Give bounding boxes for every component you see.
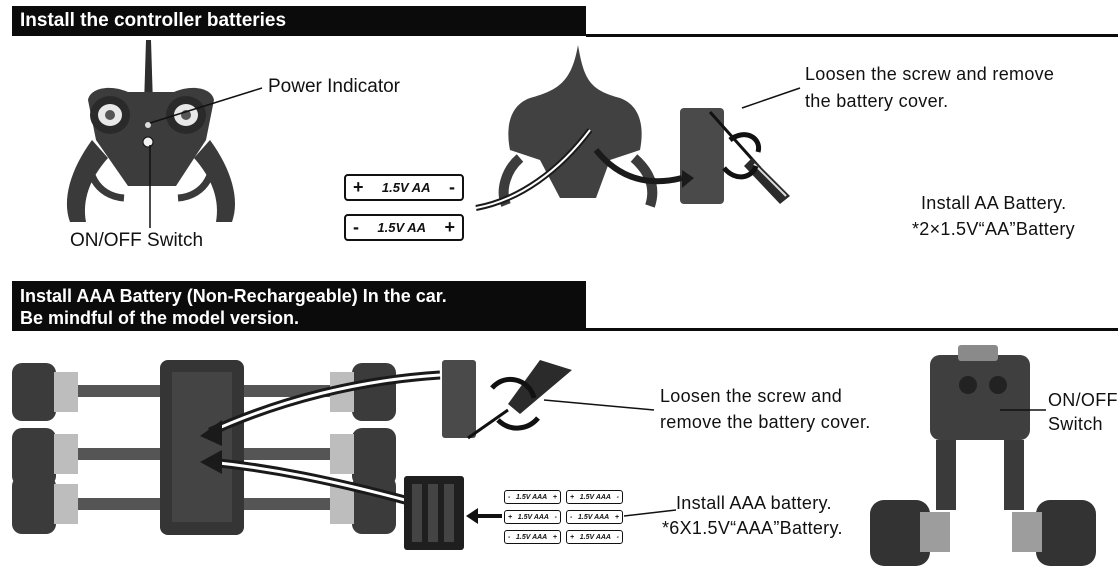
- battery-plus-sign: +: [570, 493, 575, 501]
- header-rule-bottom: [586, 328, 1118, 331]
- aa-battery-1: + 1.5V AA -: [344, 174, 464, 201]
- battery-label: 1.5V AA: [377, 220, 427, 235]
- car-section-header: Install AAA Battery (Non-Rechargeable) I…: [12, 281, 586, 331]
- battery-minus-sign: -: [508, 493, 511, 501]
- aaa-leader: [623, 509, 677, 517]
- controller-install-line1: Install AA Battery.: [921, 193, 1067, 213]
- car-install-line1: Install AAA battery.: [676, 493, 832, 513]
- battery-plus-sign: +: [570, 533, 575, 541]
- battery-plus-sign: +: [552, 533, 557, 541]
- controller-install-line2: *2×1.5V“AA”Battery: [912, 219, 1075, 239]
- battery-label: 1.5V AAA: [515, 493, 548, 501]
- battery-label: 1.5V AAA: [517, 513, 549, 521]
- car-loosen-line2: remove the battery cover.: [660, 412, 871, 432]
- rotate-arrow-icon: [722, 132, 762, 180]
- battery-label: 1.5V AAA: [579, 533, 611, 541]
- battery-plus-sign: +: [444, 217, 455, 237]
- loosen-leader-line: [741, 87, 801, 109]
- car-screwdriver-icon: [467, 360, 572, 440]
- battery-minus-sign: -: [554, 513, 557, 521]
- controller-loosen-line2: the battery cover.: [805, 91, 949, 111]
- car-body-illustration: [475, 45, 724, 211]
- battery-minus-sign: -: [448, 177, 455, 197]
- robot-car-illustration: [870, 345, 1096, 566]
- battery-label: 1.5V AA: [381, 180, 431, 195]
- battery-minus-sign: -: [570, 513, 573, 521]
- battery-minus-sign: -: [508, 533, 511, 541]
- remote-controller-illustration: [66, 40, 263, 228]
- header-rule-top: [586, 34, 1118, 37]
- battery-minus-sign: -: [616, 533, 619, 541]
- battery-holder-icon: [404, 476, 502, 550]
- car-loosen-line1: Loosen the screw and: [660, 386, 843, 406]
- aaa-battery-1: - 1.5V AAA +: [504, 490, 561, 504]
- aaa-battery-5: - 1.5V AAA +: [504, 530, 561, 544]
- controller-loosen-line1: Loosen the screw and remove: [805, 64, 1055, 84]
- chassis-illustration: [12, 360, 441, 535]
- car-loosen-leader: [543, 399, 655, 411]
- battery-label: 1.5V AAA: [579, 493, 611, 501]
- aaa-battery-4: - 1.5V AAA +: [566, 510, 623, 524]
- aaa-battery-2: + 1.5V AAA -: [566, 490, 623, 504]
- battery-plus-sign: +: [552, 493, 557, 501]
- aaa-battery-6: + 1.5V AAA -: [566, 530, 623, 544]
- battery-label: 1.5V AAA: [577, 513, 610, 521]
- robot-on-off-line2: Switch: [1048, 414, 1103, 434]
- battery-plus-sign: +: [353, 177, 364, 197]
- car-battery-cover: [442, 360, 476, 438]
- car-header-line1: Install AAA Battery (Non-Rechargeable) I…: [20, 286, 447, 306]
- battery-label: 1.5V AAA: [515, 533, 548, 541]
- battery-plus-sign: +: [614, 513, 619, 521]
- on-off-switch-label: ON/OFF Switch: [70, 230, 204, 251]
- aa-battery-2: - 1.5V AA +: [344, 214, 464, 241]
- controller-section-header: Install the controller batteries: [12, 6, 586, 36]
- battery-minus-sign: -: [353, 217, 359, 237]
- aaa-battery-3: + 1.5V AAA -: [504, 510, 561, 524]
- power-indicator-label: Power Indicator: [268, 76, 401, 97]
- car-header-line2: Be mindful of the model version.: [20, 308, 300, 328]
- battery-minus-sign: -: [616, 493, 619, 501]
- car-install-line2: *6X1.5V“AAA”Battery.: [662, 518, 843, 538]
- robot-on-off-line1: ON/OFF: [1048, 390, 1118, 410]
- battery-plus-sign: +: [508, 513, 513, 521]
